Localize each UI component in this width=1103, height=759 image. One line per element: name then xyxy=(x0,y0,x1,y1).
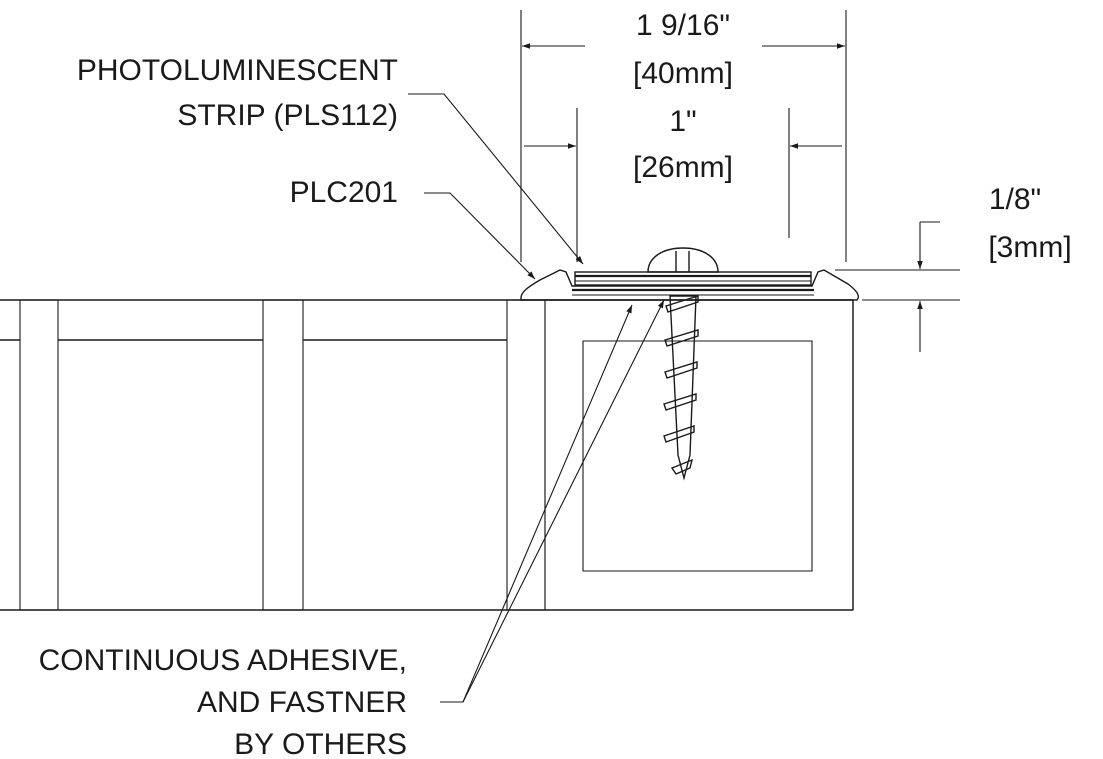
wall-left xyxy=(19,299,59,611)
adhesive-label-line1: CONTINUOUS ADHESIVE, xyxy=(39,644,407,677)
callout-adhesive: CONTINUOUS ADHESIVE, AND FASTNER BY OTHE… xyxy=(39,299,665,759)
leader-line xyxy=(424,192,536,280)
channel-profile xyxy=(520,269,860,301)
leader-line xyxy=(462,299,665,703)
wall-middle xyxy=(262,299,304,611)
dimension-overall: 1 9/16" [40mm] xyxy=(520,9,847,262)
callout-channel: PLC201 xyxy=(290,176,536,280)
wall-edge xyxy=(506,299,546,611)
tube-wall xyxy=(544,299,854,611)
channel-label: PLC201 xyxy=(290,176,398,209)
overall-width-imperial: 1 9/16" xyxy=(636,9,730,42)
callout-strip: PHOTOLUMINESCENT STRIP (PLS112) xyxy=(77,54,584,265)
overall-width-metric: [40mm] xyxy=(633,57,733,90)
strip-label-line2: STRIP (PLS112) xyxy=(177,99,398,132)
strip-label-line1: PHOTOLUMINESCENT xyxy=(77,54,398,87)
fastener-screw xyxy=(647,247,719,481)
screw-threads xyxy=(663,295,699,475)
substrate-section xyxy=(0,299,854,611)
inner-width-metric: [26mm] xyxy=(633,151,733,184)
plc201-channel xyxy=(520,269,860,301)
dimension-inner: 1" [26mm] xyxy=(524,105,842,262)
adhesive-label-line2: AND FASTNER xyxy=(197,686,407,719)
adhesive-label-line3: BY OTHERS xyxy=(234,728,407,759)
inner-width-imperial: 1" xyxy=(669,105,696,138)
photoluminescent-strip xyxy=(574,271,812,286)
dimension-height: 1/8" [3mm] xyxy=(835,183,1072,352)
height-imperial: 1/8" xyxy=(989,183,1041,216)
screw-head xyxy=(647,247,719,273)
height-metric: [3mm] xyxy=(988,231,1071,264)
screw-shank xyxy=(669,295,697,481)
leader-line xyxy=(408,93,584,265)
leader-line xyxy=(440,304,633,703)
